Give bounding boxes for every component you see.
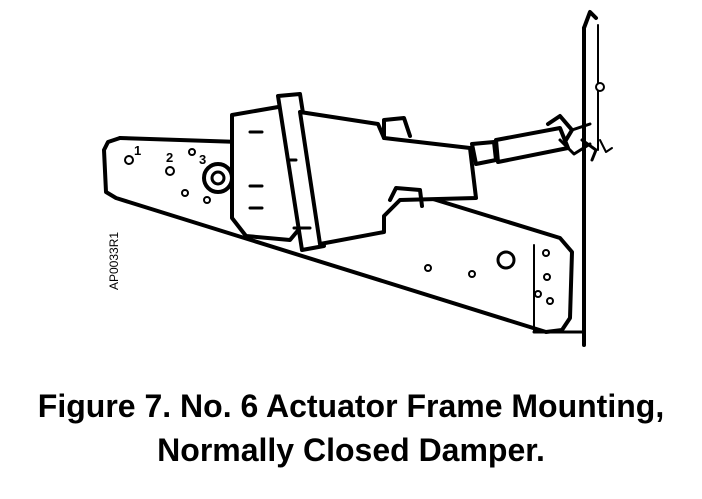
- actuator-frame-diagram: 1 2 3 AP0033R1: [102, 10, 613, 347]
- figure-caption: Figure 7. No. 6 Actuator Frame Mounting,…: [0, 384, 702, 472]
- hole-label-2: 2: [166, 150, 173, 165]
- mounting-bracket: [102, 136, 586, 334]
- actuator-shaft: [470, 114, 592, 166]
- bracket-holes: [124, 148, 554, 305]
- figure-id-code: AP0033R1: [107, 232, 121, 290]
- hole-label-3: 3: [199, 152, 206, 167]
- actuator-body: [230, 92, 478, 252]
- hole-label-1: 1: [134, 143, 141, 158]
- pivot-bolt: [202, 162, 234, 194]
- damper-wall: [580, 10, 613, 347]
- hole-1: [124, 155, 134, 165]
- hole-2: [165, 166, 175, 176]
- caption-line-1: Figure 7. No. 6 Actuator Frame Mounting,: [37, 388, 665, 424]
- caption-line-2: Normally Closed Damper.: [157, 432, 545, 468]
